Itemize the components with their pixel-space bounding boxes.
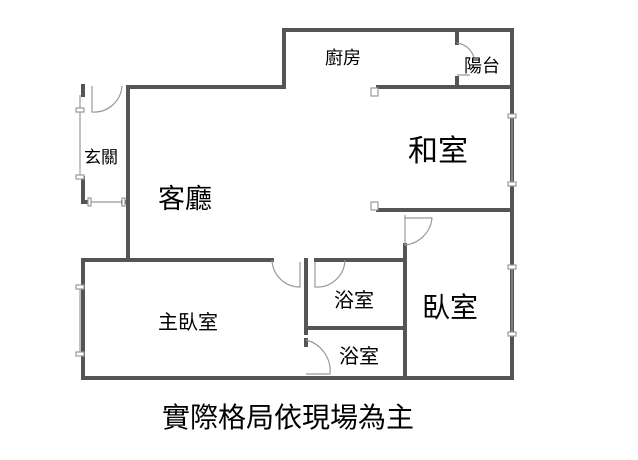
room-label-entrance: 玄關	[84, 148, 118, 168]
door-swing	[271, 259, 301, 288]
room-label-bedroom: 臥室	[422, 291, 479, 324]
room-label-bathroom: 浴室	[339, 344, 379, 368]
wall	[126, 28, 286, 262]
window	[79, 95, 513, 352]
door-swing	[305, 339, 331, 375]
room-label-japanese-room: 和室	[408, 134, 468, 169]
door-swing	[91, 85, 123, 113]
room-label-bathroom: 浴室	[334, 288, 374, 312]
wall	[81, 28, 514, 380]
room-label-master-bedroom: 主臥室	[158, 310, 218, 334]
door-swing	[404, 215, 433, 246]
room-label-living-room: 客廳	[158, 184, 212, 215]
door-swing	[314, 259, 346, 288]
caption: 實際格局依現場為主	[162, 401, 415, 434]
room-label-kitchen: 廚房	[325, 48, 361, 69]
room-label-balcony: 陽台	[464, 56, 500, 77]
door-swing	[456, 42, 475, 76]
